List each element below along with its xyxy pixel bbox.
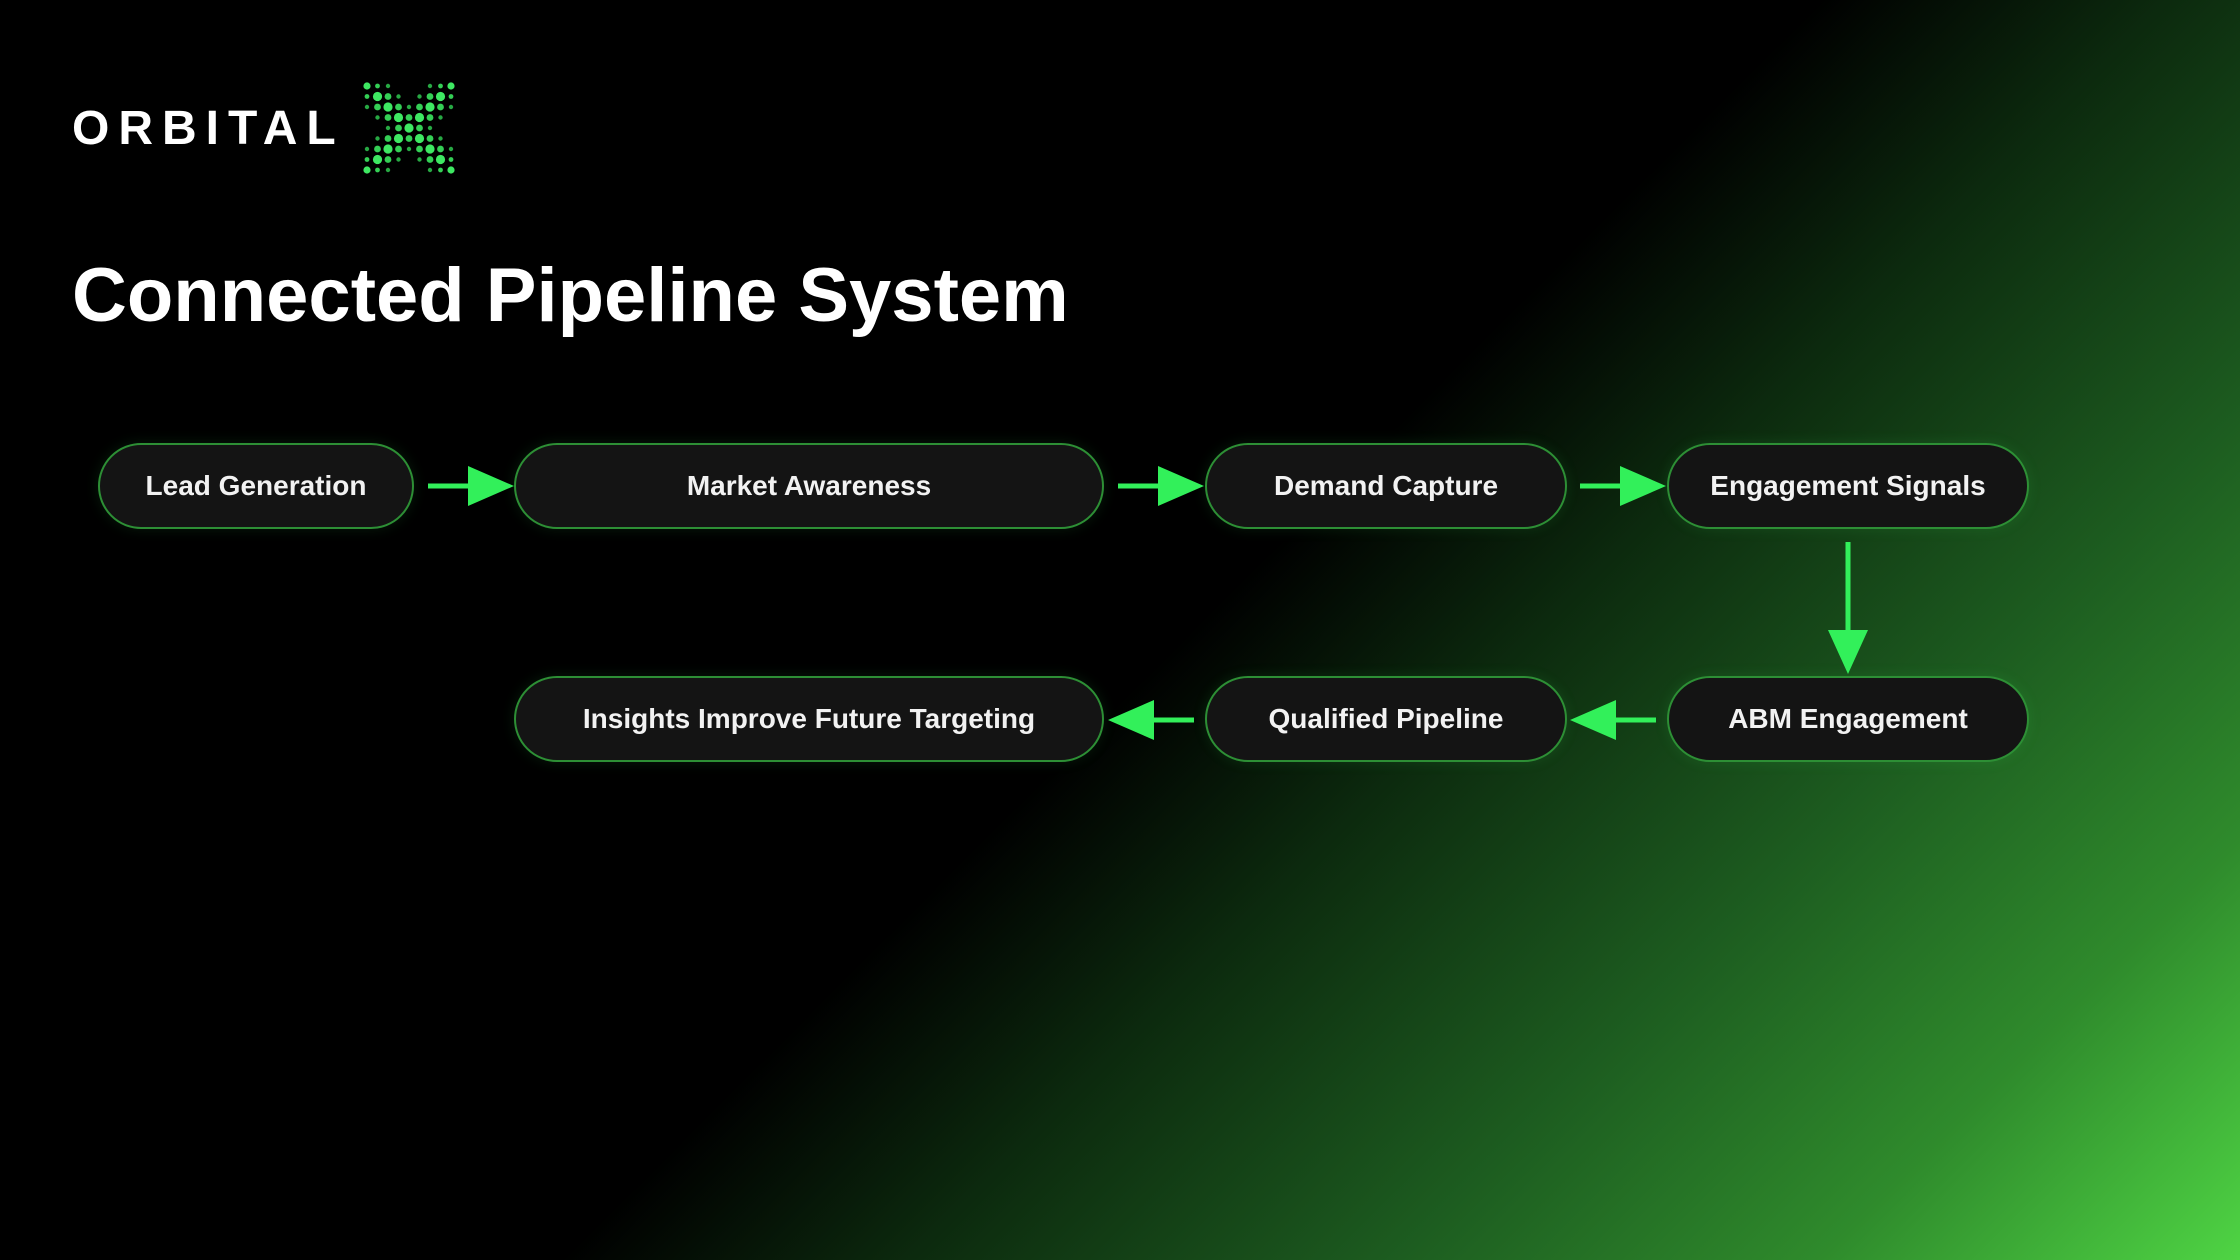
page-title: Connected Pipeline System	[72, 253, 1069, 338]
node-label: Market Awareness	[686, 470, 932, 501]
arrow-right-icon	[1580, 466, 1666, 506]
brand-wordmark: ORBITAL	[72, 101, 345, 155]
logo-dot	[385, 167, 390, 173]
arrow-down-icon	[1828, 542, 1868, 674]
logo-dot	[427, 125, 432, 131]
logo-dot	[384, 114, 392, 121]
logo-dot	[417, 157, 422, 162]
logo-dot	[394, 103, 402, 111]
node-label: Engagement Signals	[1710, 470, 1986, 501]
logo-dot	[437, 83, 443, 89]
logo-dot	[396, 94, 401, 99]
logo-dot	[427, 167, 432, 173]
logo-dot	[415, 103, 423, 111]
logo-dot	[425, 102, 435, 112]
logo-dot	[374, 83, 380, 89]
logo-dot	[404, 123, 414, 133]
logo-dot	[415, 145, 423, 153]
logo-dot	[384, 93, 392, 100]
logo-dot	[363, 166, 371, 174]
arrow-left-icon	[1570, 700, 1656, 740]
logo-dot	[405, 135, 413, 142]
logo-dot	[406, 146, 411, 152]
logo-dot	[426, 114, 434, 121]
arrow-right-icon	[1118, 466, 1204, 506]
logo-dot	[435, 154, 445, 165]
logo-dot	[364, 94, 370, 99]
logo-dot	[384, 135, 392, 142]
arrow-right-icon	[428, 466, 514, 506]
logo-dot	[415, 124, 423, 132]
logo-dot	[364, 104, 369, 110]
node-label: Qualified Pipeline	[1268, 703, 1504, 734]
logo-dot	[406, 104, 411, 110]
node-demand-capture: Demand Capture	[1205, 443, 1567, 529]
logo-dot	[447, 166, 455, 174]
logo-dot	[375, 136, 380, 141]
logo-dot	[374, 167, 380, 173]
node-engagement-signals: Engagement Signals	[1667, 443, 2029, 529]
logo-dot	[448, 94, 454, 99]
node-qualified-pipeline: Qualified Pipeline	[1205, 676, 1567, 762]
node-label: ABM Engagement	[1728, 703, 1968, 734]
logo-dot	[373, 103, 381, 111]
node-label: Insights Improve Future Targeting	[582, 703, 1036, 734]
logo-dot	[383, 144, 393, 154]
logo-dot	[437, 167, 443, 173]
logo-dot	[436, 103, 444, 111]
logo-dot	[447, 82, 455, 90]
logo-dot	[417, 94, 422, 99]
logo-dot	[435, 91, 445, 102]
logo-dot	[448, 104, 453, 110]
node-insights-targeting: Insights Improve Future Targeting	[514, 676, 1104, 762]
logo-dot	[385, 83, 390, 89]
dotted-x-logo-icon	[363, 82, 455, 174]
logo-dot	[363, 82, 371, 90]
logo-dot	[383, 102, 393, 112]
logo-dot	[426, 135, 434, 142]
logo-dot	[414, 112, 424, 123]
logo-dot	[385, 125, 390, 131]
logo-dot	[373, 145, 381, 153]
logo-dot	[372, 91, 382, 102]
logo-dot	[438, 115, 443, 120]
logo-dot	[405, 114, 413, 121]
logo-dot	[425, 144, 435, 154]
logo-dot	[393, 133, 403, 144]
logo-dot	[393, 112, 403, 123]
logo-dot	[384, 156, 392, 163]
logo-dot	[448, 146, 453, 152]
logo-dot	[394, 145, 402, 153]
node-label: Lead Generation	[145, 470, 367, 501]
logo-dot	[436, 145, 444, 153]
logo-dot	[438, 136, 443, 141]
logo-dot	[364, 157, 370, 162]
logo-dot	[372, 154, 382, 165]
node-lead-generation: Lead Generation	[98, 443, 414, 529]
logo-dot	[394, 124, 402, 132]
logo-dot	[427, 83, 432, 89]
logo-dot	[448, 157, 454, 162]
brand: ORBITAL	[72, 78, 459, 178]
logo-dot	[414, 133, 424, 144]
node-market-awareness: Market Awareness	[514, 443, 1104, 529]
arrow-left-icon	[1108, 700, 1194, 740]
logo-dot	[426, 156, 434, 163]
logo-dot	[426, 93, 434, 100]
node-abm-engagement: ABM Engagement	[1667, 676, 2029, 762]
node-label: Demand Capture	[1273, 470, 1499, 501]
logo-dot	[375, 115, 380, 120]
logo-dot	[396, 157, 401, 162]
logo-dot	[364, 146, 369, 152]
